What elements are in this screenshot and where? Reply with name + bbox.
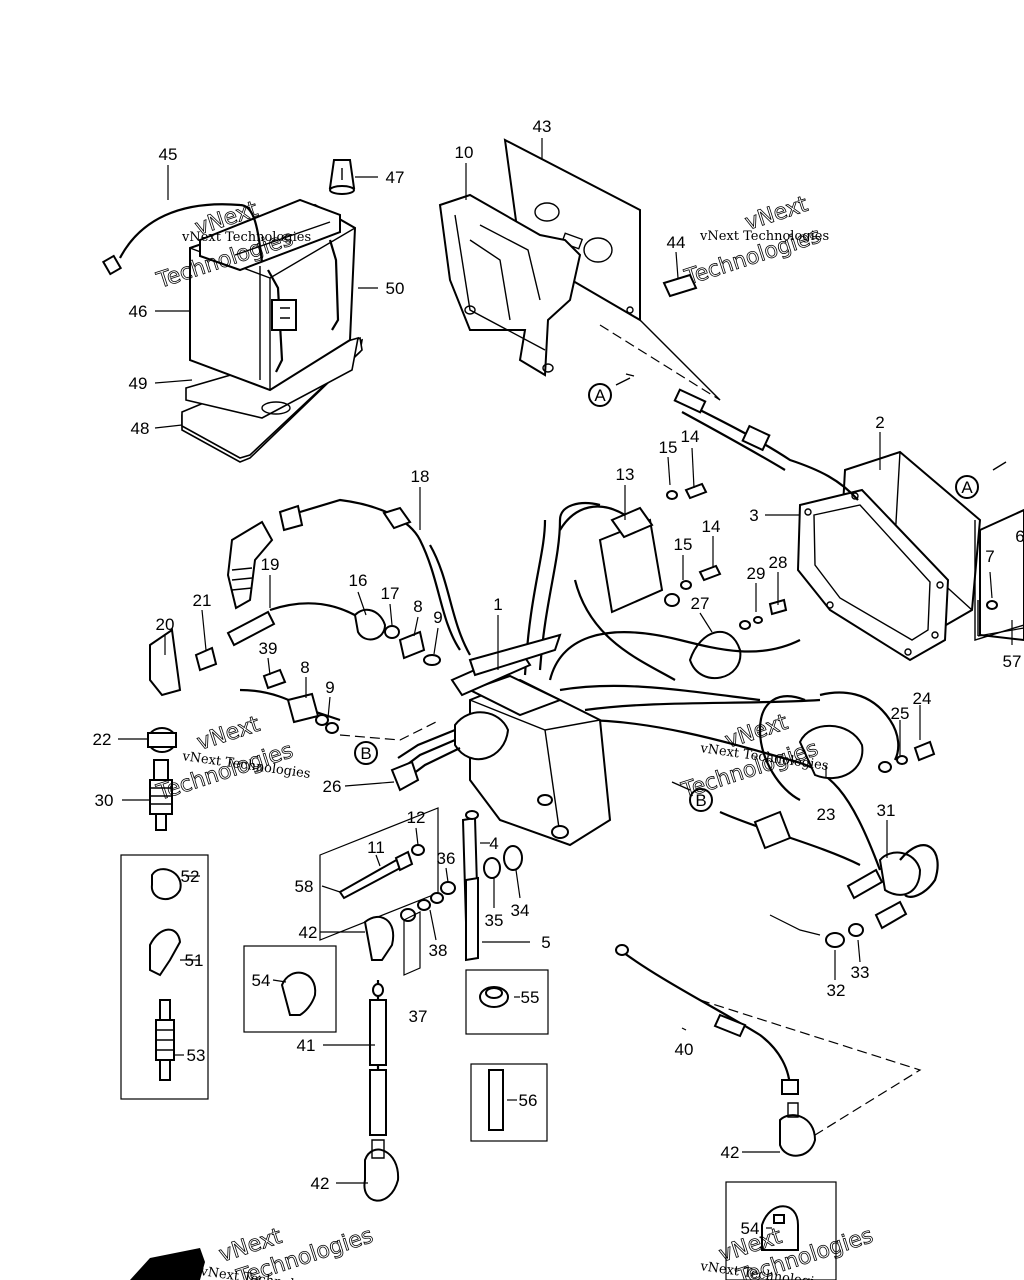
callout-35: 35	[485, 911, 504, 930]
callout-31: 31	[877, 801, 896, 820]
callout-3: 3	[749, 506, 758, 525]
ref-circle-b-left	[354, 741, 378, 765]
left-parts	[147, 628, 218, 831]
watermark-small-2: vNext Technologies	[699, 229, 829, 244]
callout-55: 55	[521, 988, 540, 1007]
callout-42-right: 42	[721, 1143, 740, 1162]
callout-57: 57	[1003, 652, 1022, 671]
callout-16: 16	[349, 571, 368, 590]
callout-8-top: 8	[413, 597, 422, 616]
callout-42-left: 42	[299, 923, 318, 942]
callout-48: 48	[131, 419, 150, 438]
callout-38: 38	[429, 941, 448, 960]
callout-39: 39	[259, 639, 278, 658]
callout-11: 11	[367, 838, 385, 857]
callout-numbers: 45 47 50 46 49 48 10 43 44 2 3 15 14 13 …	[93, 117, 1024, 1238]
reference-markers: A A B B	[354, 373, 1007, 812]
callout-40: 40	[675, 1040, 694, 1059]
callout-26: 26	[323, 777, 342, 796]
callout-9-bottom: 9	[325, 678, 334, 697]
callout-6: 6	[1015, 527, 1024, 546]
callout-5: 5	[541, 933, 550, 952]
callout-56: 56	[519, 1091, 538, 1110]
callout-14-bottom: 14	[702, 517, 721, 536]
leader-lines	[118, 138, 1013, 1229]
callout-29: 29	[747, 564, 766, 583]
callout-14-top: 14	[681, 427, 700, 446]
ref-label-a-right: A	[961, 478, 973, 497]
callout-25: 25	[891, 704, 910, 723]
callout-37: 37	[409, 1007, 428, 1026]
callout-7: 7	[985, 547, 994, 566]
watermark-small-1: vNext Technologies	[181, 230, 311, 245]
callout-12: 12	[407, 808, 426, 827]
bracket-and-plate	[438, 138, 721, 401]
callout-54-right: 54	[741, 1219, 760, 1238]
electrical-box	[673, 388, 1024, 662]
callout-20: 20	[156, 615, 175, 634]
callout-1: 1	[493, 595, 502, 614]
callout-58: 58	[295, 877, 314, 896]
callout-13: 13	[616, 465, 635, 484]
callout-34: 34	[511, 901, 530, 920]
callout-32: 32	[827, 981, 846, 1000]
callout-41: 41	[297, 1036, 316, 1055]
boxed-parts	[120, 600, 1024, 1280]
center-lower-parts	[319, 807, 523, 1202]
front-arrow-marker	[130, 1248, 205, 1280]
callout-36: 36	[437, 849, 456, 868]
callout-15-top: 15	[659, 438, 678, 457]
callout-44: 44	[667, 233, 686, 252]
callout-23: 23	[817, 805, 836, 824]
callout-52: 52	[181, 867, 200, 886]
callout-42-bottom: 42	[311, 1174, 330, 1193]
callout-15-bottom: 15	[674, 535, 693, 554]
callout-50: 50	[386, 279, 405, 298]
callout-47: 47	[386, 168, 405, 187]
ref-label-a-top: A	[594, 386, 606, 405]
callout-17: 17	[381, 584, 400, 603]
right-middle-parts	[615, 691, 939, 1157]
callout-22: 22	[93, 730, 112, 749]
callout-43: 43	[533, 117, 552, 136]
callout-18: 18	[411, 467, 430, 486]
callout-46: 46	[129, 302, 148, 321]
callout-21: 21	[193, 591, 212, 610]
ref-circle-a-top	[588, 383, 612, 407]
callout-49: 49	[129, 374, 148, 393]
main-block-and-harness	[226, 498, 882, 871]
ref-circle-a-right	[955, 475, 979, 499]
battery-assembly	[101, 159, 364, 463]
callout-8-bottom: 8	[300, 658, 309, 677]
callout-9-top: 9	[433, 608, 442, 627]
callout-19: 19	[261, 555, 280, 574]
ref-label-b-left: B	[360, 744, 371, 763]
ref-label-b-right: B	[695, 791, 706, 810]
callout-53: 53	[187, 1046, 206, 1065]
callout-30: 30	[95, 791, 114, 810]
callout-10: 10	[455, 143, 474, 162]
callout-27: 27	[691, 594, 710, 613]
callout-54-left: 54	[252, 971, 271, 990]
callout-28: 28	[769, 553, 788, 572]
ignition-coil	[559, 482, 788, 681]
callout-51: 51	[185, 951, 204, 970]
callout-33: 33	[851, 963, 870, 982]
ref-circle-b-right	[689, 788, 713, 812]
callout-24: 24	[913, 689, 932, 708]
callout-2: 2	[875, 413, 884, 432]
callout-45: 45	[159, 145, 178, 164]
callout-4: 4	[489, 834, 498, 853]
